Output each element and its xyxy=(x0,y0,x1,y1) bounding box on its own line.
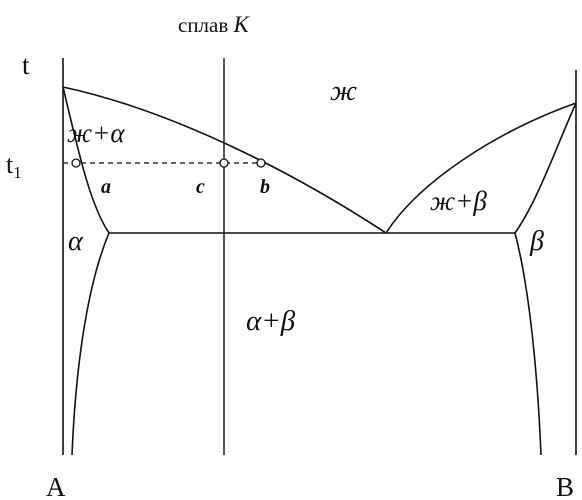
solidus-left-curve xyxy=(62,86,110,234)
solvus-left-curve xyxy=(71,232,110,456)
point-b-marker xyxy=(256,158,266,168)
t1-label-subscript: 1 xyxy=(13,163,22,182)
alloy-label-prefix: сплав xyxy=(178,13,228,37)
liquidus-right-curve xyxy=(385,102,577,234)
point-a-marker xyxy=(71,158,81,168)
solidus-right-curve xyxy=(514,102,577,234)
t1-label-letter: t xyxy=(6,150,14,179)
point-c-label: c xyxy=(196,176,205,198)
phase-liquid-label: ж xyxy=(330,75,357,107)
liquidus-left-curve xyxy=(62,86,387,234)
alloy-label: сплав К xyxy=(178,12,251,37)
component-a-label: A xyxy=(46,472,66,500)
temperature-axis-label: t xyxy=(22,50,30,80)
alloy-label-name: К xyxy=(233,12,251,37)
point-b-label: b xyxy=(260,176,270,198)
phase-liquid-beta-label: ж+β xyxy=(430,186,487,216)
component-b-label: B xyxy=(556,472,574,500)
phase-liquid-alpha-label: ж+α xyxy=(67,118,125,148)
solvus-right-curve xyxy=(514,232,542,456)
point-a-label: a xyxy=(101,176,111,198)
point-c-marker xyxy=(219,158,229,168)
t1-label: t1 xyxy=(6,150,22,182)
phase-beta-label: β xyxy=(529,226,544,257)
phase-alpha-label: α xyxy=(68,226,84,257)
phase-alpha-beta-label: α+β xyxy=(246,305,296,337)
